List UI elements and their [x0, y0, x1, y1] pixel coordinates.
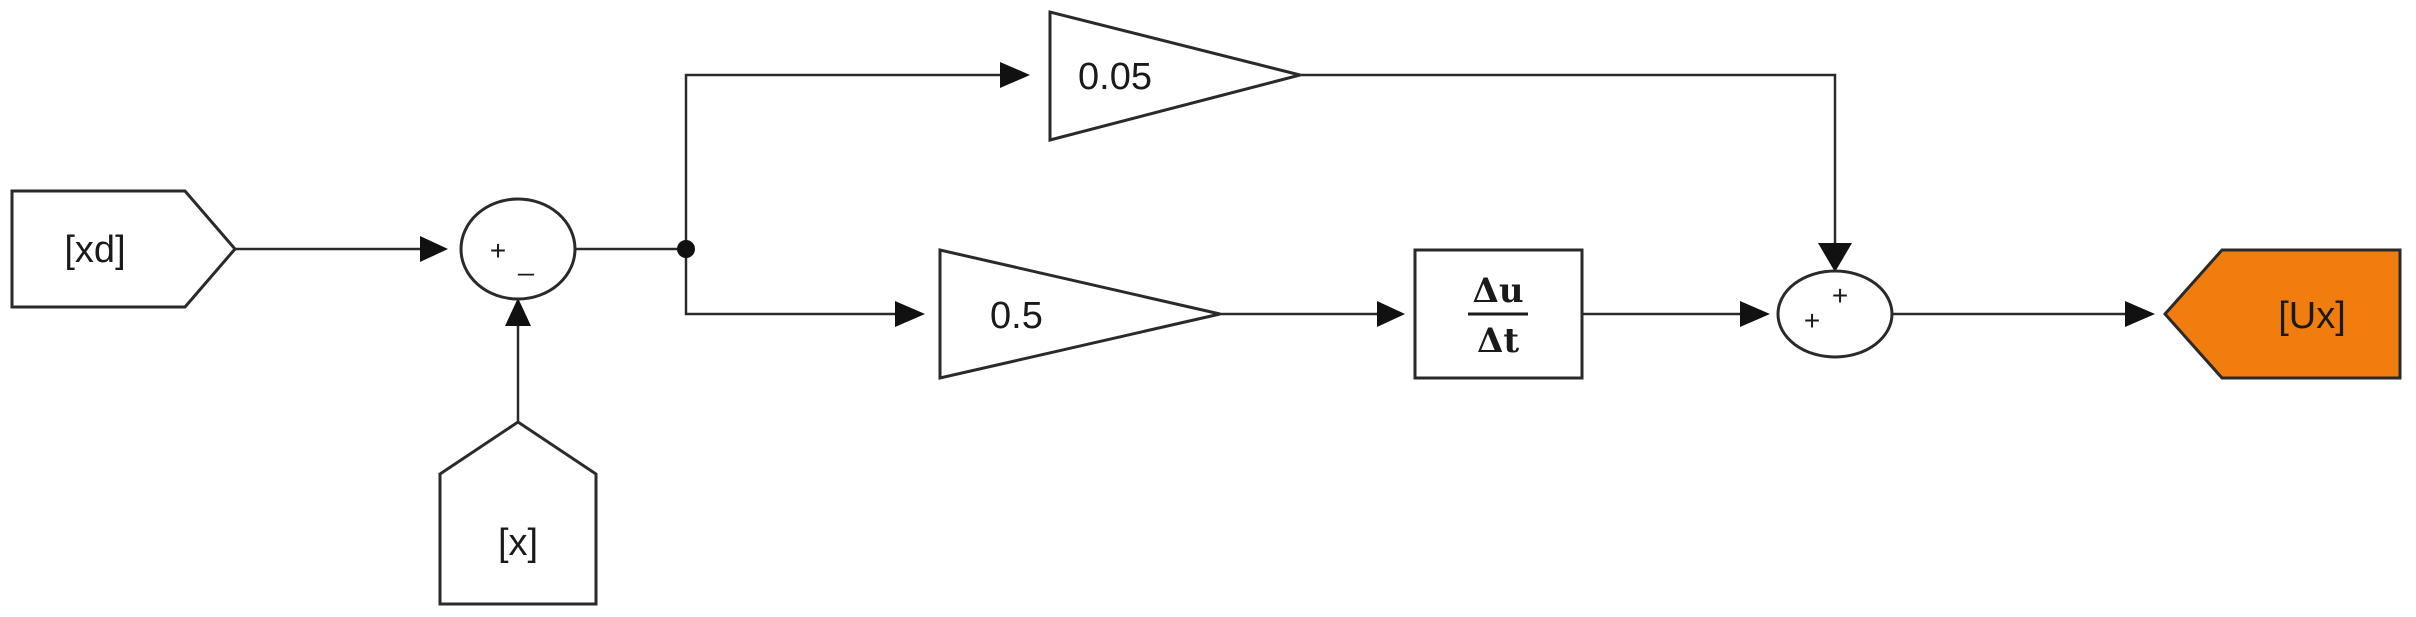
from-xd-block[interactable]: [xd]	[10, 189, 237, 309]
arrowhead-goto	[2125, 301, 2155, 327]
arrowhead-x-sum	[505, 298, 531, 326]
gain-lower-block[interactable]: 0.5	[938, 248, 1221, 380]
wire-gain-upper-to-sum-output	[1300, 73, 1837, 245]
sum-error-block[interactable]: + _	[459, 197, 577, 301]
arrowhead-gain-upper	[1000, 62, 1030, 88]
arrowhead-derivative	[1377, 301, 1405, 327]
arrowhead-gain-lower	[895, 301, 925, 327]
arrowheads	[420, 62, 2155, 327]
branch-junction-dot	[677, 240, 695, 258]
arrowhead-sum-output-top	[1818, 243, 1852, 272]
sum-output-sign-top: +	[1832, 280, 1848, 311]
gain-upper-block[interactable]: 0.05	[1048, 10, 1301, 142]
derivative-denominator: Δt	[1477, 321, 1519, 361]
gain-upper-value: 0.05	[1078, 56, 1152, 98]
arrowhead-xd-sum	[420, 236, 448, 262]
sum-output-block[interactable]: + +	[1776, 269, 1894, 359]
gain-lower-value: 0.5	[990, 295, 1043, 337]
wire-branch-to-gain-upper	[684, 73, 1010, 249]
signal-lines	[235, 73, 2125, 422]
sum-error-sign-minus: _	[517, 245, 534, 276]
derivative-block[interactable]: Δu Δt	[1413, 248, 1584, 380]
arrowhead-sum-output-left	[1740, 301, 1770, 327]
derivative-numerator: Δu	[1472, 271, 1523, 311]
from-x-label: [x]	[498, 522, 538, 564]
sum-output-sign-left: +	[1804, 305, 1820, 336]
sum-error-sign-plus: +	[490, 235, 506, 266]
goto-ux-block[interactable]: [Ux]	[2162, 248, 2402, 380]
from-x-block[interactable]: [x]	[438, 420, 598, 606]
goto-ux-label: [Ux]	[2278, 295, 2346, 337]
wire-branch-to-gain-lower	[684, 249, 900, 316]
goto-ux-shape	[2162, 248, 2402, 380]
from-xd-label: [xd]	[64, 229, 125, 271]
